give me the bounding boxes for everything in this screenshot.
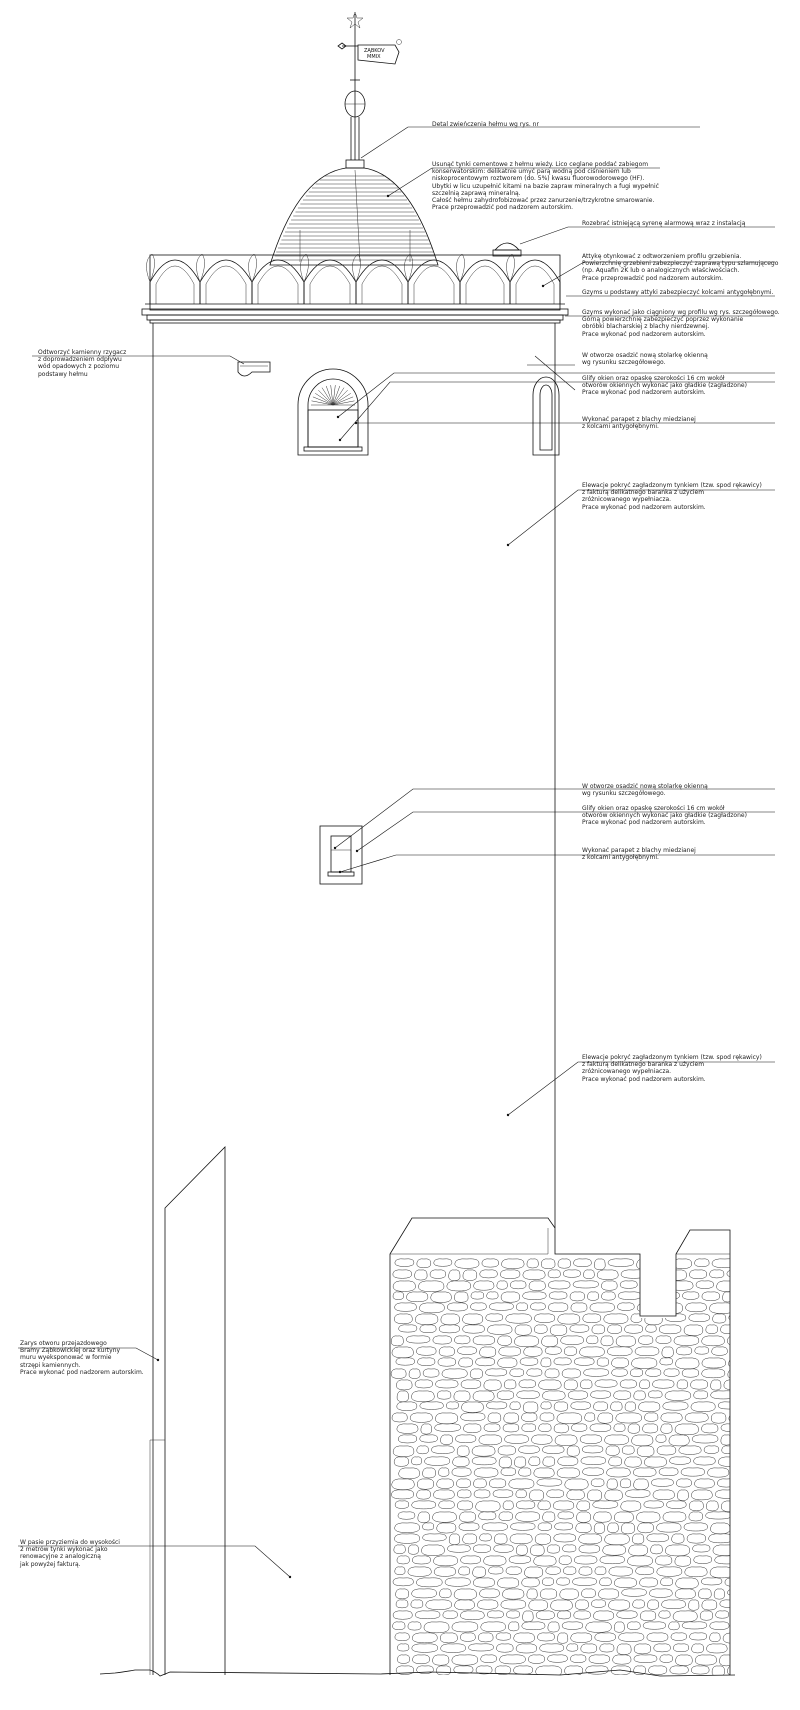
note-helm-crown: Detal zwieńczenia hełmu wg rys. nr [432,121,539,128]
tower-shaft [152,323,556,1675]
weathervane: ZĄBKOV MMIX [337,11,402,169]
leader-lines [18,126,775,1579]
cornice [141,308,569,324]
attic-crests [145,253,565,311]
note-window1-frame: Glify okien oraz opaskę szerokości 16 cm… [582,375,747,397]
gate-outline [149,1146,226,1675]
note-window2-frame: Glify okien oraz opaskę szerokości 16 cm… [582,805,747,827]
vane-flag-text-2: MMIX [367,54,381,60]
siren [492,242,522,257]
vane-flag-text-1: ZĄBKOV [364,48,385,54]
upper-window [297,368,369,456]
note-helm-plaster: Usunąć tynki cementowe z hełmu wieży. Li… [432,161,659,212]
note-cornice-spikes: Gzyms u podstawy attyki zabezpieczyć kol… [582,289,774,296]
note-facade-lower: Elewacje pokryć zagładzonym tynkiem (tzw… [582,1054,762,1083]
gargoyle [237,361,271,377]
lower-window [319,825,363,885]
note-cornice-profile: Gzyms wykonać jako ciągniony wg profilu … [582,309,780,338]
note-siren: Rozebrać istniejącą syrenę alarmową wraz… [582,220,746,227]
edge-window [532,376,560,456]
ground-line [99,1669,736,1677]
stone-wall [389,1217,731,1675]
note-facade-upper: Elewacje pokryć zagładzonym tynkiem (tzw… [582,482,762,511]
note-attic: Attykę otynkować z odtworzeniem profilu … [582,253,779,282]
dome-helm [269,167,522,266]
